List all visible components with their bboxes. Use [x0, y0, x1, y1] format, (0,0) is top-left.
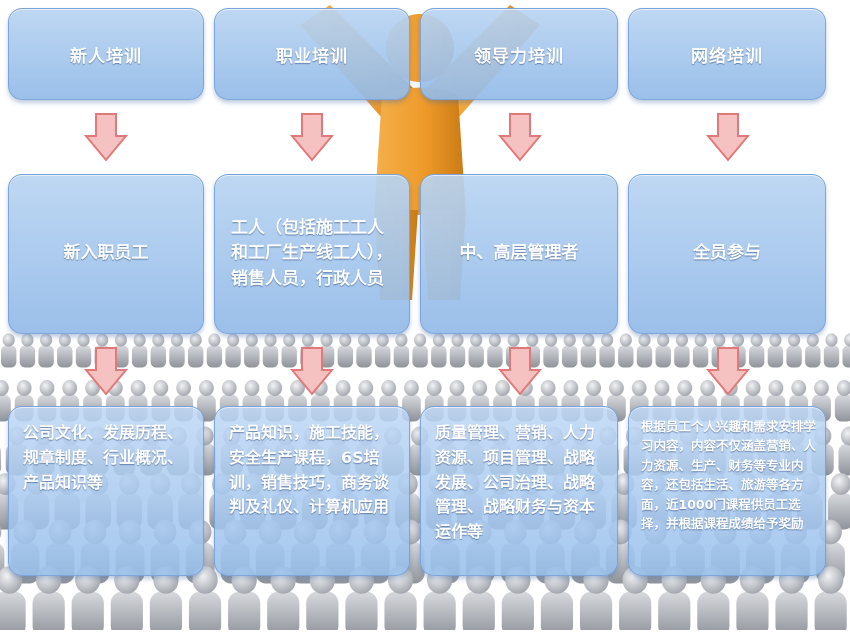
crowd-person-icon [749, 333, 765, 368]
crowd-person-icon [1, 333, 17, 368]
crowd-person-icon [131, 333, 148, 368]
audience-box-online: 全员参与 [628, 174, 826, 334]
crowd-person-icon [412, 333, 428, 368]
crowd-person-icon [19, 333, 36, 368]
crowd-person-icon [188, 566, 222, 630]
crowd-person-icon [599, 333, 615, 368]
header-box-leadership-training: 领导力培训 [420, 8, 618, 100]
crowd-person-icon [580, 333, 597, 368]
content-box-leadership: 质量管理、营销、人力资源、项目管理、战略发展、公司治理、战略管理、战略财务与资本… [420, 406, 618, 576]
crowd-person-icon [393, 333, 410, 368]
header-box-vocational-training: 职业培训 [214, 8, 410, 100]
crowd-person-icon [674, 333, 690, 368]
audience-label: 新入职员工 [63, 243, 149, 264]
crowd-person-icon [375, 333, 391, 368]
crowd-person-icon [842, 333, 850, 368]
crowd-person-icon [356, 333, 372, 368]
crowd-person-icon [562, 333, 578, 368]
crowd-person-icon [188, 333, 204, 368]
crowd-person-icon [150, 333, 166, 368]
down-arrow-icon [84, 347, 128, 396]
crowd-person-icon [169, 333, 185, 368]
crowd-person-icon [834, 379, 850, 422]
down-arrow-icon [84, 113, 128, 162]
down-arrow-icon [706, 113, 750, 162]
content-box-vocational: 产品知识，施工技能，安全生产课程，6S培训，销售技巧，商务谈判及礼仪、计算机应用 [214, 406, 410, 576]
crowd-person-icon [38, 333, 54, 368]
audience-label: 全员参与 [693, 243, 761, 264]
crowd-person-icon [449, 333, 466, 368]
audience-label: 中、高层管理者 [459, 243, 579, 264]
crowd-person-icon [0, 447, 2, 472]
down-arrow-icon [290, 347, 334, 396]
content-text: 质量管理、营销、人力资源、项目管理、战略发展、公司治理、战略管理、战略财务与资本… [435, 423, 596, 542]
header-label: 网络培训 [691, 46, 763, 67]
down-arrow-icon [498, 113, 542, 162]
down-arrow-icon [498, 347, 542, 396]
down-arrow-icon [290, 113, 334, 162]
crowd-person-icon [206, 333, 223, 368]
header-box-new-employee-training: 新人培训 [8, 8, 204, 100]
crowd-person-icon [655, 333, 671, 368]
crowd-person-icon [786, 333, 802, 368]
content-box-new-employee: 公司文化、发展历程、规章制度、行业概况、产品知识等 [8, 406, 204, 576]
crowd-person-icon [805, 333, 821, 368]
crowd-person-icon [692, 333, 709, 368]
crowd-person-icon [225, 333, 241, 368]
crowd-person-icon [281, 333, 297, 368]
audience-box-leadership: 中、高层管理者 [420, 174, 618, 334]
audience-box-new-employee: 新入职员工 [8, 174, 204, 334]
audience-box-vocational: 工人（包括施工工人和工厂生产线工人），销售人员，行政人员 [214, 174, 410, 334]
header-label: 职业培训 [276, 46, 348, 67]
audience-label: 工人（包括施工工人和工厂生产线工人），销售人员，行政人员 [231, 217, 393, 289]
crowd-person-icon [636, 333, 653, 368]
crowd-person-icon [543, 333, 559, 368]
content-text: 公司文化、发展历程、规章制度、行业概况、产品知识等 [23, 423, 184, 492]
header-label: 领导力培训 [474, 46, 564, 67]
header-label: 新人培训 [70, 46, 142, 67]
content-text: 根据员工个人兴趣和需求安排学习内容，内容不仅涵盖营销、人力资源、生产、财务等专业… [641, 419, 817, 531]
crowd-person-icon [468, 333, 484, 368]
crowd-person-icon [337, 333, 353, 368]
crowd-person-icon [823, 333, 840, 368]
crowd-person-icon [487, 333, 503, 368]
crowd-person-icon [57, 333, 73, 368]
crowd-person-icon [618, 333, 634, 368]
crowd-person-icon [244, 333, 260, 368]
content-text: 产品知识，施工技能，安全生产课程，6S培训，销售技巧，商务谈判及礼仪、计算机应用 [229, 423, 390, 517]
crowd-person-icon [767, 333, 784, 368]
content-box-online: 根据员工个人兴趣和需求安排学习内容，内容不仅涵盖营销、人力资源、生产、财务等专业… [628, 406, 826, 576]
crowd-person-icon [262, 333, 279, 368]
header-box-online-training: 网络培训 [628, 8, 826, 100]
crowd-person-icon [431, 333, 447, 368]
crowd-person-icon [113, 333, 129, 368]
down-arrow-icon [706, 347, 750, 396]
crowd-person-icon [75, 333, 92, 368]
crowd-person-icon [838, 426, 850, 476]
crowd-person-icon [814, 566, 847, 630]
